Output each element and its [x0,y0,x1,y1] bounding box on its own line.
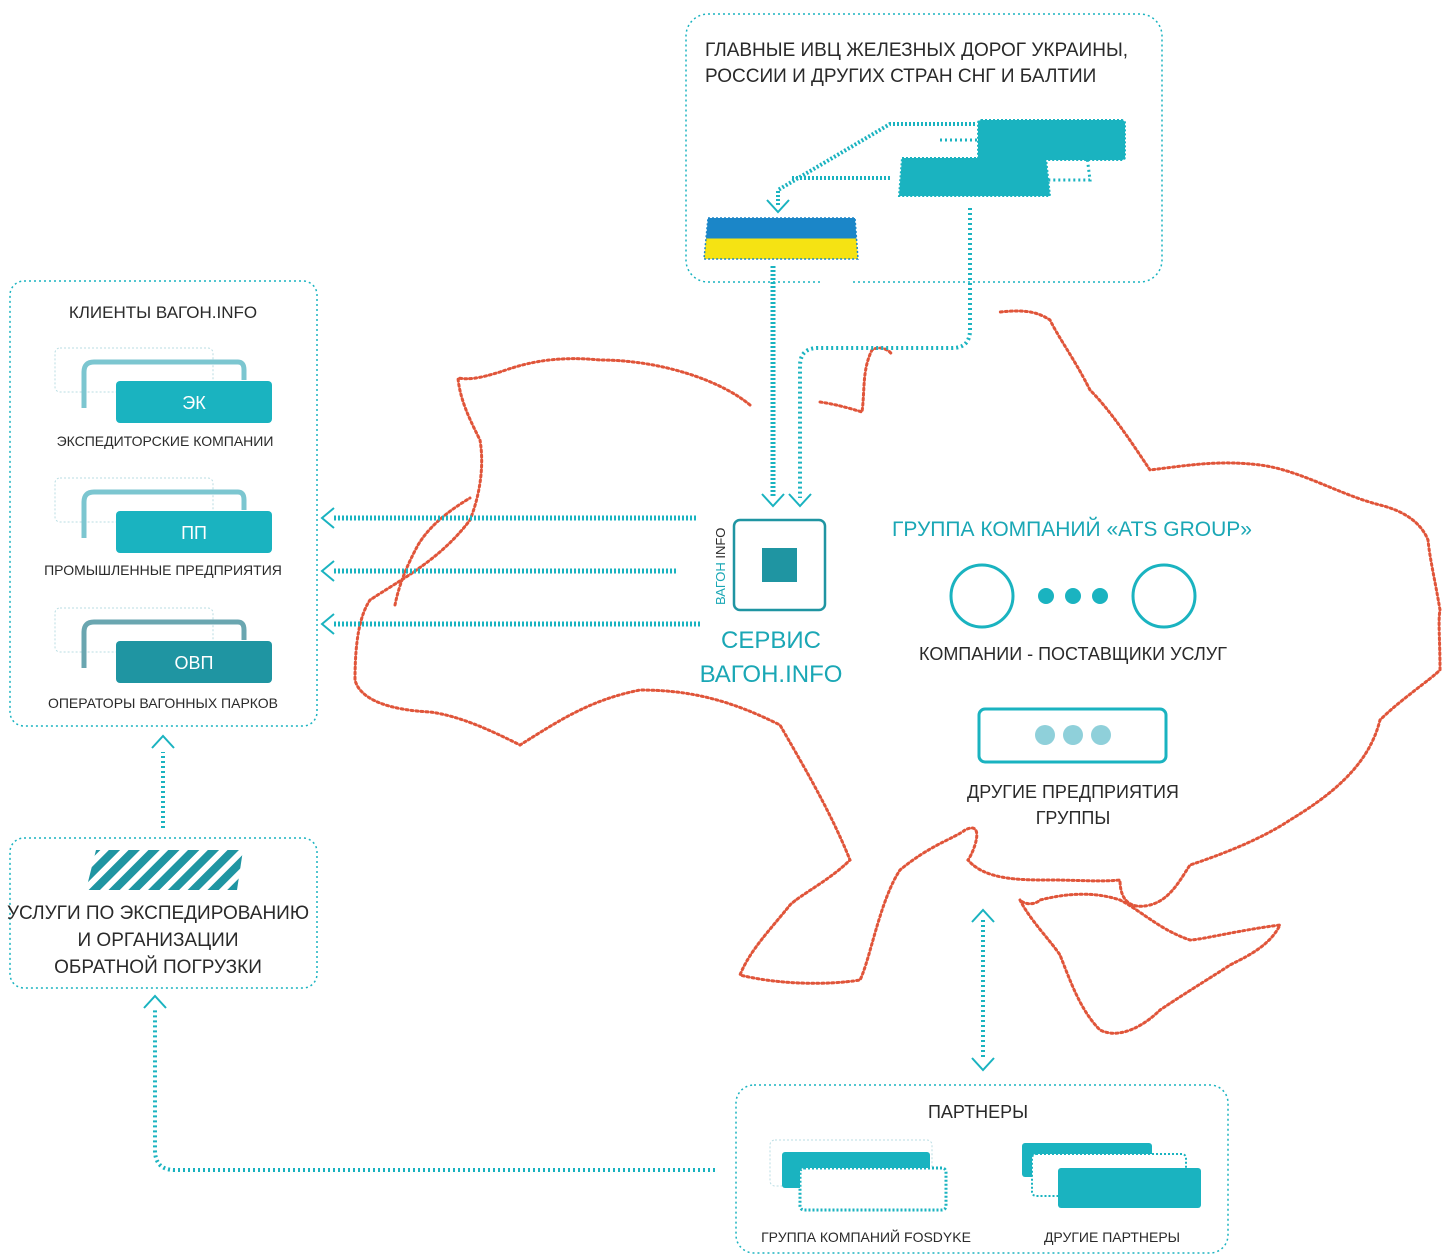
fosdyke-label: ГРУППА КОМПАНИЙ FOSDYKE [761,1228,971,1245]
ellipsis-dot-icon [1092,588,1108,604]
providers-label: КОМПАНИИ - ПОСТАВЩИКИ УСЛУГ [919,644,1227,664]
ellipsis-dot-icon [1063,725,1083,745]
ellipsis-dot-icon [1091,725,1111,745]
client-card-pp-ghost [54,477,214,523]
partners-title: ПАРТНЕРЫ [928,1102,1028,1122]
client-label-ovp: ОПЕРАТОРЫ ВАГОННЫХ ПАРКОВ [48,695,278,711]
service-title-line1: СЕРВИС [721,627,821,654]
arrow-partners-to-forwarding [153,1010,715,1172]
arrow-railways-to-flag [776,122,975,205]
forwarding-line2: И ОРГАНИЗАЦИИ [78,930,239,951]
service-title-line2: ВАГОН.INFO [700,661,843,688]
group-title: ГРУППА КОМПАНИЙ «ATS GROUP» [892,517,1252,541]
client-label-pp: ПРОМЫШЛЕННЫЕ ПРЕДПРИЯТИЯ [44,562,282,578]
other-partners-label: ДРУГИЕ ПАРТНЕРЫ [1044,1229,1180,1245]
ellipsis-dot-icon [1035,725,1055,745]
other-partners-card-front [1058,1168,1201,1208]
client-card-ovp [116,641,272,683]
partners-box [735,1084,1229,1254]
service-logo-square [762,548,797,582]
map-outline [353,309,1442,985]
forwarding-line1: УСЛУГИ ПО ЭКСПЕДИРОВАНИЮ [7,903,309,924]
client-card-pp-outline [81,489,247,538]
ellipsis-dot-icon [1038,588,1054,604]
other-enterprises-line2: ГРУППЫ [1036,808,1111,828]
client-card-pp [116,511,272,553]
client-card-ek-outline [81,359,247,408]
client-code-pp: ПП [181,523,207,543]
ukraine-flag-card [703,217,859,260]
fosdyke-card-ghost [769,1139,933,1187]
client-card-ovp-ghost [54,607,214,653]
railways-box [685,13,1163,283]
railway-card-middle [935,138,1092,182]
map-crimea [1018,892,1283,1035]
railways-title-line2: РОССИИ И ДРУГИХ СТРАН СНГ И БАЛТИИ [705,66,1096,87]
forwarding-stripes-icon [86,850,243,890]
arrow-foreign-to-service [798,208,972,498]
other-enterprises-line1: ДРУГИЕ ПРЕДПРИЯТИЯ [967,782,1179,802]
map-outline-north [818,346,894,414]
client-card-ek [116,381,272,423]
ellipsis-dot-icon [1065,588,1081,604]
railways-title-line1: ГЛАВНЫЕ ИВЦ ЖЕЛЕЗНЫХ ДОРОГ УКРАИНЫ, [705,40,1128,61]
forwarding-line3: ОБРАТНОЙ ПОГРУЗКИ [54,956,262,978]
provider-company-icon [1131,563,1197,629]
client-card-ovp-outline [81,619,247,668]
provider-company-icon [949,563,1015,629]
fosdyke-card-outline [798,1166,948,1212]
client-card-ek-ghost [54,347,214,393]
client-code-ek: ЭК [182,393,206,413]
client-label-ek: ЭКСПЕДИТОРСКИЕ КОМПАНИИ [57,433,274,449]
clients-title: КЛИЕНТЫ ВАГОН.INFO [69,303,257,322]
map-inner-line [393,496,472,607]
forwarding-box [9,837,318,989]
client-code-ovp: ОВП [175,653,214,673]
service-logo-text: ВАГОН INFO [713,528,728,605]
railway-card-front [897,157,1052,197]
